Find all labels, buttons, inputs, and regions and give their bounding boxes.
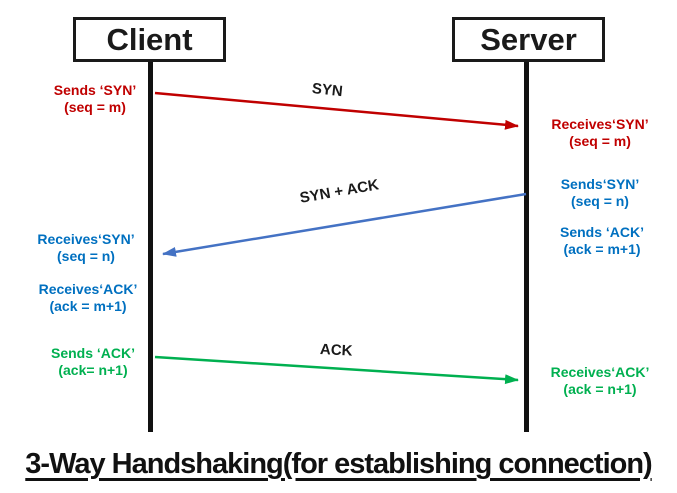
client-node-box: Client: [73, 17, 226, 62]
note-line: Sends‘SYN’: [560, 176, 640, 192]
note-line: Receives‘ACK’: [550, 364, 650, 380]
note-line: (seq = m): [64, 99, 126, 115]
note-line: (seq = n): [57, 248, 115, 264]
note-line: Receives‘SYN’: [37, 231, 135, 247]
note-server-receives-syn: Receives‘SYN’ (seq = m): [540, 116, 660, 150]
server-node-label: Server: [480, 21, 577, 57]
syn-ack-arrow-label: SYN + ACK: [298, 176, 381, 207]
note-line: (seq = m): [569, 133, 631, 149]
note-server-sends-ack: Sends ‘ACK’ (ack = m+1): [543, 224, 661, 258]
ack-arrow: [154, 355, 519, 385]
client-node-label: Client: [106, 21, 193, 57]
server-node-box: Server: [452, 17, 605, 62]
syn-arrow-label: SYN: [311, 80, 344, 101]
note-line: Receives‘SYN’: [551, 116, 649, 132]
note-line: (ack= n+1): [58, 362, 128, 378]
diagram-title: 3-Way Handshaking(for establishing conne…: [25, 448, 652, 480]
note-client-sends-ack: Sends ‘ACK’ (ack= n+1): [36, 345, 150, 379]
syn-ack-arrow: [162, 192, 527, 257]
client-lifeline: [148, 60, 153, 432]
note-line: (ack = m+1): [563, 241, 641, 257]
server-lifeline: [524, 60, 529, 432]
note-line: Sends ‘ACK’: [559, 224, 644, 240]
note-line: Sends ‘ACK’: [50, 345, 135, 361]
note-client-sends-syn: Sends ‘SYN’ (seq = m): [36, 82, 154, 116]
note-line: (seq = n): [571, 193, 629, 209]
note-line: (ack = n+1): [563, 381, 637, 397]
note-server-sends-syn: Sends‘SYN’ (seq = n): [545, 176, 655, 210]
note-client-receives-syn: Receives‘SYN’ (seq = n): [26, 231, 146, 265]
note-line: (ack = m+1): [49, 298, 127, 314]
note-line: Sends ‘SYN’: [53, 82, 137, 98]
note-server-receives-ack: Receives‘ACK’ (ack = n+1): [540, 364, 660, 398]
note-line: Receives‘ACK’: [38, 281, 138, 297]
note-client-receives-ack: Receives‘ACK’ (ack = m+1): [26, 281, 150, 315]
ack-arrow-label: ACK: [319, 341, 353, 360]
